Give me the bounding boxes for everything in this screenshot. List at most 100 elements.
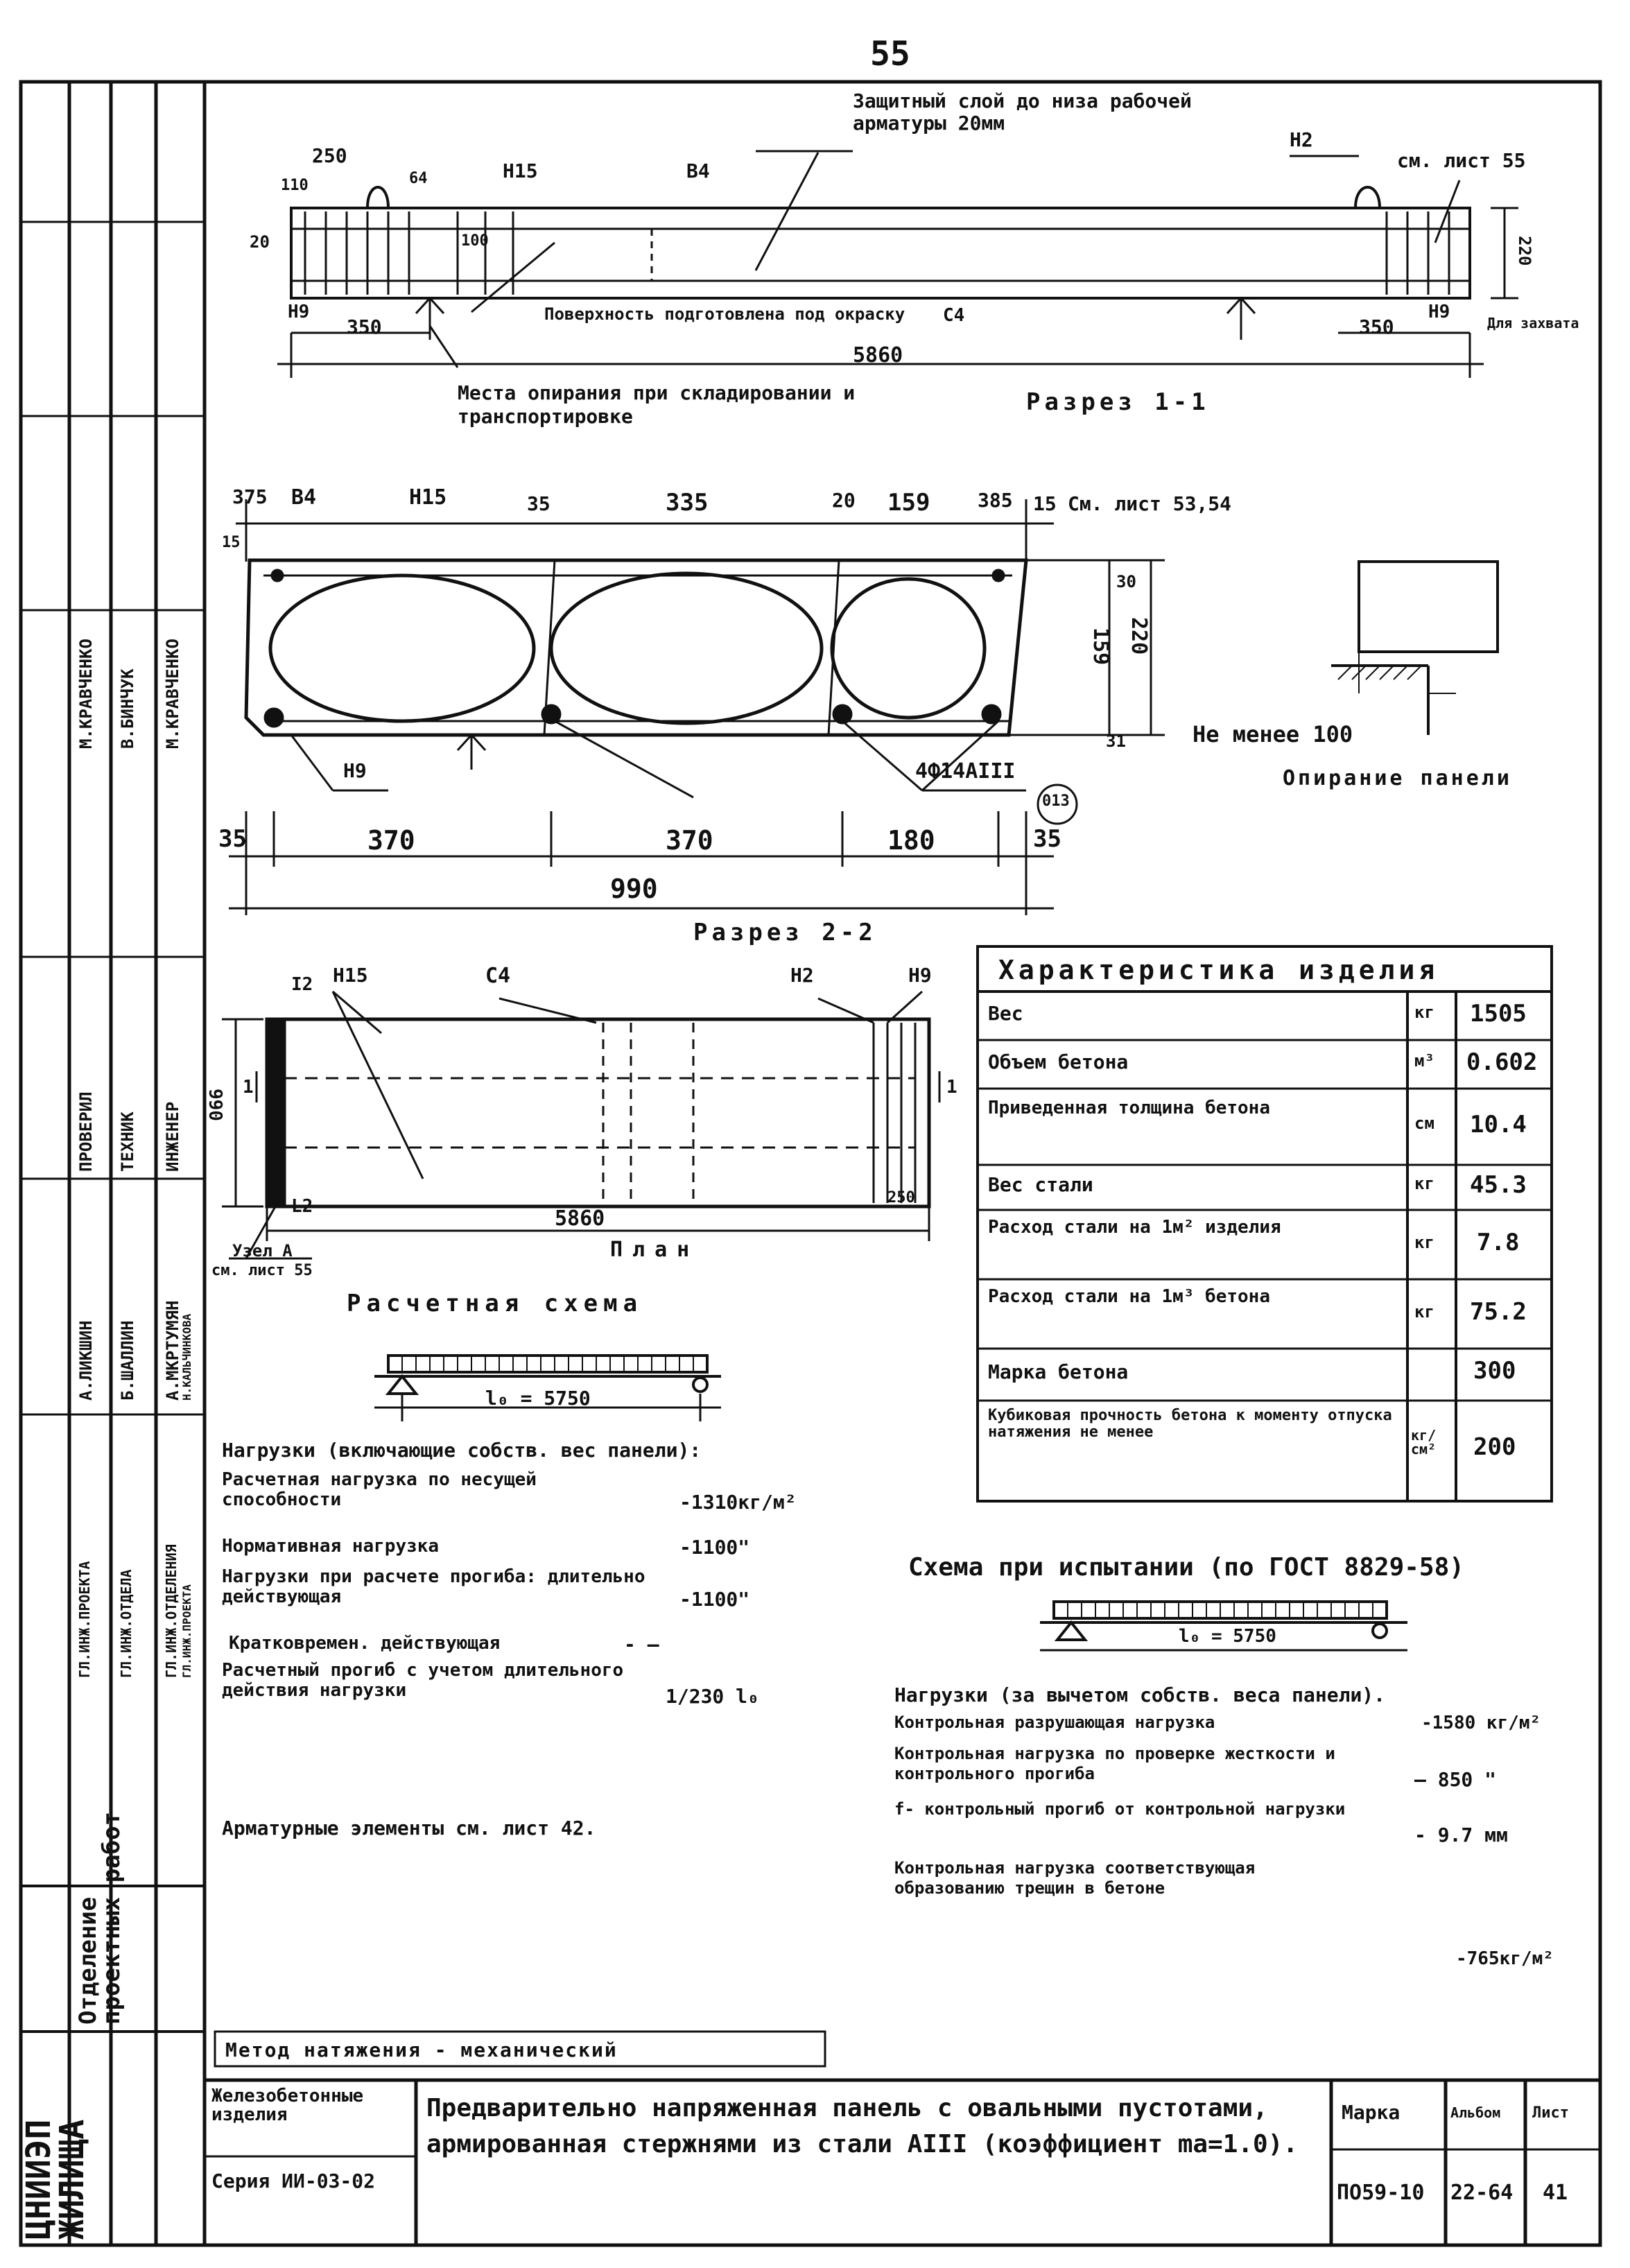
tb-album: 22-64 (1450, 2181, 1514, 2205)
dim-35-left: 35 (218, 825, 247, 853)
dim-35-right: 35 (1033, 825, 1061, 853)
staff-name: М.КРАВЧЕНКО (76, 639, 96, 749)
test-load-value: - 9.7 мм (1414, 1824, 1508, 1846)
dim-375: 375 (232, 485, 268, 508)
dim-180: 180 (887, 825, 935, 856)
dim-5860: 5860 (853, 343, 903, 367)
signer-role: ГЛ.ИНЖ.ОТДЕЛЕНИЯ (163, 1544, 180, 1678)
char-value: 0.602 (1466, 1048, 1538, 1076)
method-note: Метод натяжения - механический (225, 2038, 618, 2061)
tb-series: Серия ИИ-03-02 (211, 2170, 376, 2192)
calc-span: l₀ = 5750 (485, 1387, 591, 1410)
plan-label-l2: L2 (291, 1196, 313, 1217)
surface-note: Поверхность подготовлена под окраску (544, 304, 905, 324)
dim-335: 335 (666, 489, 709, 517)
calc-load-label: Нормативная нагрузка (222, 1536, 440, 1557)
test-loads-header: Нагрузки (за вычетом собств. веса панели… (894, 1683, 1386, 1706)
tb-category: Железобетонные изделия (211, 2086, 364, 2126)
calc-load-value: -1100" (679, 1588, 750, 1611)
signer-name: А.МКРТУМЯН (163, 1300, 182, 1401)
mark-b4-s22: В4 (291, 485, 317, 510)
plan-title: План (610, 1238, 700, 1262)
rebar-note: Арматурные элементы см. лист 42. (222, 1817, 596, 1839)
org-department: Отделение проектных работ (74, 1811, 125, 2025)
rebar-callout: 013 (1042, 793, 1070, 810)
char-name: Марка бетона (988, 1360, 1129, 1383)
calc-load-label: Нагрузки при расчете прогиба: длительно … (222, 1566, 645, 1607)
char-name: Вес стали (988, 1173, 1093, 1196)
test-scheme-title: Схема при испытании (по ГОСТ 8829-58) (908, 1553, 1464, 1582)
dim-15-top: 15 (1033, 492, 1057, 515)
dim-220-vertical: 220 (1515, 236, 1534, 266)
anchor-note: Для захвата (1487, 315, 1579, 331)
calc-load-label: Расчетный прогиб с учетом длительного де… (222, 1660, 624, 1701)
char-value: 1505 (1470, 1000, 1527, 1028)
mark-n9-right: Н9 (1428, 302, 1450, 322)
calc-load-value: -1310кг/м² (679, 1491, 797, 1514)
char-name: Расход стали на 1м³ бетона (988, 1286, 1270, 1307)
plan-dim-990: 990 (205, 1089, 225, 1121)
dim-385: 385 (978, 489, 1013, 512)
mark-b4: В4 (686, 159, 710, 182)
mark-n2: Н2 (1290, 128, 1313, 151)
plan-mark-n9: Н9 (908, 964, 932, 987)
char-unit: кг (1414, 1174, 1434, 1193)
section-2-2-title: Разрез 2-2 (693, 919, 877, 946)
plan-section-mark-right: 1 (946, 1077, 957, 1098)
plan-section-mark-left: 1 (243, 1077, 254, 1098)
char-value: 200 (1473, 1433, 1516, 1461)
plan-label-i2: I2 (291, 974, 313, 995)
char-unit: кг (1414, 1302, 1434, 1322)
dim-15-side: 15 (222, 534, 241, 551)
char-name: Расход стали на 1м² изделия (988, 1217, 1281, 1238)
staff-role: ИНЖЕНЕР (163, 1101, 182, 1172)
tb-sheet-label: Лист (1532, 2104, 1569, 2122)
mark-n9-left: Н9 (288, 302, 310, 322)
plan-mark-c4: С4 (485, 964, 511, 988)
support-title: Опирание панели (1283, 766, 1512, 790)
rebar-4f14: 4Ф14АIII (915, 759, 1016, 784)
signer-name: Б.ШАЛЛИН (118, 1320, 137, 1401)
node-note: Узел А (232, 1241, 293, 1261)
calc-load-label: Расчетная нагрузка по несущей способност… (222, 1469, 537, 1510)
calc-load-value: -1100" (679, 1536, 750, 1559)
char-name: Объем бетона (988, 1050, 1129, 1073)
staff-role: ПРОВЕРИЛ (76, 1091, 96, 1172)
char-value: 300 (1473, 1357, 1516, 1385)
char-value: 10.4 (1470, 1111, 1527, 1139)
calc-load-value: 1/230 l₀ (666, 1685, 759, 1708)
staff-name: М.КРАВЧЕНКО (163, 639, 182, 749)
staff-name: В.БИНЧУК (118, 668, 137, 749)
mark-n15: Н15 (503, 159, 538, 182)
plan-mark-n2: Н2 (790, 964, 814, 987)
dim-35-top: 35 (527, 492, 550, 515)
dim-370-right: 370 (666, 825, 713, 856)
signer-name: А.ЛИКШИН (76, 1320, 96, 1401)
page-number: 55 (870, 35, 910, 73)
tb-album-label: Альбом (1450, 2104, 1501, 2121)
char-unit: кг (1414, 1003, 1434, 1022)
sheet-ref-55-top: см. лист 55 (1397, 149, 1526, 172)
tb-mark: ПО59-10 (1337, 2181, 1425, 2205)
signer-role: ГЛ.ИНЖ.ОТДЕЛА (118, 1569, 135, 1678)
plan-mark-n15: Н15 (333, 964, 368, 987)
char-unit: см (1414, 1114, 1434, 1133)
char-name: Вес (988, 1002, 1023, 1025)
dim-100: 100 (461, 232, 489, 250)
char-unit: м³ (1414, 1051, 1434, 1071)
mark-n9-s22: Н9 (343, 759, 367, 782)
tb-description: Предварительно напряженная панель с овал… (426, 2094, 1299, 2159)
char-unit: кг/см² (1411, 1427, 1437, 1457)
test-load-label: Контрольная нагрузка соответствующая обр… (894, 1858, 1256, 1898)
dim-64: 64 (409, 170, 428, 187)
plan-dim-5860: 5860 (555, 1206, 605, 1231)
dim-220-side: 220 (1127, 617, 1151, 655)
char-unit: кг (1414, 1233, 1434, 1252)
sheet-ref-53-54: См. лист 53,54 (1068, 492, 1232, 515)
test-load-label: Контрольная нагрузка по проверке жесткос… (894, 1744, 1335, 1783)
dim-350-left: 350 (347, 315, 382, 338)
tb-sheet: 41 (1543, 2181, 1568, 2205)
dim-250: 250 (312, 144, 347, 167)
dim-20-top: 20 (832, 489, 856, 512)
